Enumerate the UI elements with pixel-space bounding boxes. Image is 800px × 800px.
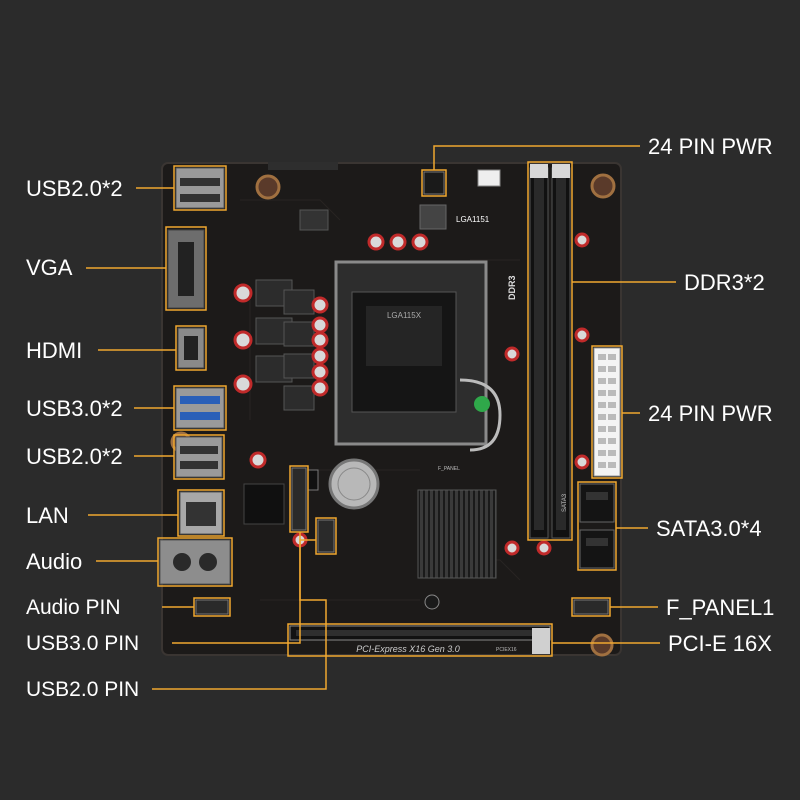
pcie-slot-text: PCI-Express X16 Gen 3.0 (356, 644, 460, 654)
callout-box-audio (157, 537, 233, 587)
callout-box-pwr-mid (591, 345, 623, 479)
callout-box-pcie (287, 623, 553, 657)
usb2-port-mid (175, 436, 223, 478)
usb3-port (175, 387, 225, 429)
callout-line-usb2-pin (152, 532, 327, 690)
label-pwr-top: 24 PIN PWR (648, 134, 773, 159)
io-chip (243, 483, 285, 525)
label-lan: LAN (26, 503, 69, 528)
label-audio-pin: Audio PIN (26, 596, 121, 619)
callout-box-ddr3 (527, 161, 573, 541)
cpu-power-connector (423, 171, 445, 195)
audio-header (195, 599, 229, 615)
pcie-silk: PCIEX16 (496, 647, 517, 653)
callout-box-hdmi (175, 325, 207, 371)
mount-hole (590, 173, 616, 199)
callout-box-usb2-pin (289, 465, 309, 533)
cmos-battery (328, 458, 380, 510)
fpanel-header (573, 599, 609, 615)
socket-label: LGA1151 (456, 215, 490, 224)
fpanel-silk: F_PANEL (438, 466, 460, 472)
socket-mark: LGA115X (387, 311, 422, 320)
label-audio: Audio (26, 549, 83, 574)
label-pcie: PCI-E 16X (668, 631, 772, 656)
chipset-heatsink (417, 489, 497, 579)
label-usb2-top: USB2.0*2 (26, 176, 123, 201)
label-usb2-pin: USB2.0 PIN (26, 678, 140, 701)
callout-line-pwr-top (433, 145, 640, 170)
mount-hole (590, 633, 614, 657)
label-vga: VGA (26, 255, 73, 280)
callout-box-lan (177, 489, 225, 537)
callout-box-usb2-mid (173, 434, 225, 480)
rear-io (159, 167, 231, 585)
label-sata: SATA3.0*4 (656, 516, 762, 541)
label-usb3-pin: USB3.0 PIN (26, 632, 140, 655)
label-ddr3: DDR3*2 (684, 270, 765, 295)
atx-24pin (593, 347, 621, 477)
audio-jacks (159, 539, 231, 585)
usb3-header (317, 519, 335, 553)
label-usb3: USB3.0*2 (26, 396, 123, 421)
callouts (86, 145, 676, 690)
label-usb2-mid: USB2.0*2 (26, 444, 123, 469)
callout-box-usb3-pin (315, 517, 337, 555)
label-hdmi: HDMI (26, 338, 83, 363)
pcie-slot: PCI-Express X16 Gen 3.0 PCIEX16 (289, 625, 551, 654)
cpu-socket: LGA115X LGA1151 (334, 215, 502, 452)
sata-silk: SATA3 (562, 493, 568, 512)
ddr3-slots: DDR3 (507, 164, 571, 539)
sata-ports: SATA3 (562, 483, 615, 569)
callout-box-sata (577, 481, 617, 571)
label-pwr-mid: 24 PIN PWR (648, 401, 773, 426)
mount-hole (255, 174, 281, 200)
usb2-header (291, 467, 307, 531)
label-fpanel: F_PANEL1 (666, 595, 775, 620)
vrm-area (233, 204, 590, 556)
ddr-silk: DDR3 (507, 275, 517, 300)
